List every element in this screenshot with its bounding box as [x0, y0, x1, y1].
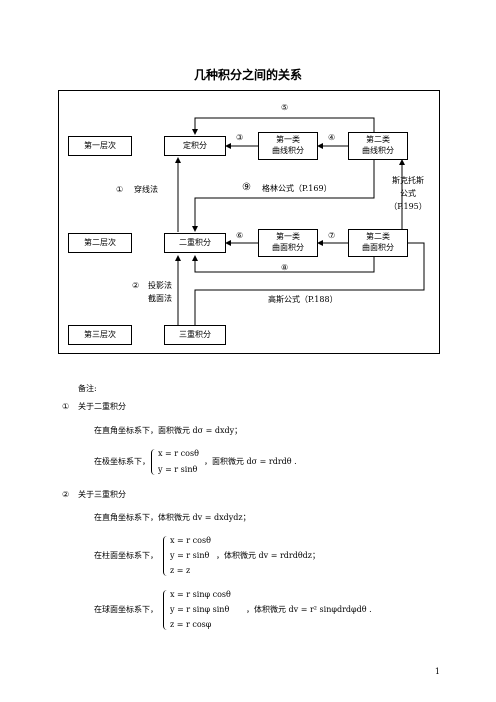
definite-integral-box: 定积分	[164, 136, 226, 156]
note-2-sph-eq3: z = r cosφ	[170, 620, 212, 629]
note-2-sph-prefix: 在球面坐标系下，	[94, 605, 158, 614]
note-1-polar-brace	[151, 449, 156, 475]
note-2-sph-brace	[163, 590, 168, 630]
curve-integral-2-line1: 第二类	[366, 135, 390, 145]
marker-3: ③	[236, 133, 244, 142]
double-integral-label: 二重积分	[179, 237, 211, 247]
curve-integral-2-line2: 曲线积分	[362, 146, 394, 155]
touying-label: 投影法	[148, 281, 172, 290]
note-1-polar-eq1: x = r cosθ	[158, 449, 199, 458]
page-number: 1	[434, 667, 440, 676]
double-integral-box: 二重积分	[164, 233, 226, 253]
stokes-line3: （P.195）	[389, 202, 427, 211]
note-2-sph-eq1: x = r sinφ cosθ	[170, 590, 231, 599]
note-2-rect: 在直角坐标系下，体积微元 dv = dxdydz；	[94, 513, 251, 522]
page-title: 几种积分之间的关系	[193, 68, 302, 82]
surface-integral-1-line1: 第一类	[276, 232, 300, 242]
note-2-cyl-brace	[163, 536, 168, 576]
note-2-sph-eq2: y = r sinφ sinθ	[170, 605, 230, 614]
note-2-cyl-eq3: z = z	[170, 566, 191, 575]
curve-integral-1-line2: 曲线积分	[272, 146, 304, 155]
note-1-marker: ①	[62, 402, 70, 411]
note-1-polar-suffix: ，面积微元 dσ = rdrdθ .	[204, 457, 297, 466]
chuanxian-label: 穿线法	[134, 185, 158, 194]
note-1-polar-prefix: 在极坐标系下，	[94, 457, 150, 466]
triple-integral-box: 三重积分	[164, 325, 226, 345]
notes-heading: 备注:	[78, 384, 97, 393]
marker-5: ⑤	[281, 103, 289, 112]
marker-9: ⑨	[242, 182, 251, 193]
level-1-label: 第一层次	[84, 140, 116, 150]
level-3-label: 第三层次	[84, 329, 116, 339]
stokes-line2: 公式	[400, 189, 416, 198]
marker-8: ⑧	[281, 263, 289, 272]
level-1-box: 第一层次	[68, 136, 132, 156]
level-2-box: 第二层次	[68, 233, 132, 253]
curve-integral-2-box: 第二类 曲线积分	[348, 132, 408, 160]
curve-integral-1-box: 第一类 曲线积分	[258, 132, 318, 160]
marker-6: ⑥	[236, 231, 244, 240]
diagram-frame	[58, 90, 440, 354]
jiemian-label: 截面法	[148, 294, 172, 303]
note-2-title: 关于三重积分	[78, 490, 126, 499]
definite-integral-label: 定积分	[183, 140, 207, 150]
marker-7: ⑦	[328, 231, 336, 240]
note-1-rect: 在直角坐标系下，面积微元 dσ = dxdy；	[94, 426, 243, 435]
note-1-polar-eq2: y = r sinθ	[158, 465, 198, 474]
surface-integral-2-line2: 曲面积分	[362, 243, 394, 252]
note-2-cyl-eq1: x = r cosθ	[170, 536, 211, 545]
marker-4: ④	[328, 133, 336, 142]
marker-2: ②	[132, 281, 140, 290]
surface-integral-1-line2: 曲面积分	[272, 243, 304, 252]
stokes-line1: 斯克托斯	[392, 176, 424, 185]
marker-1: ①	[116, 185, 124, 194]
note-2-marker: ②	[62, 490, 70, 499]
level-3-box: 第三层次	[68, 325, 132, 345]
surface-integral-2-box: 第二类 曲面积分	[348, 229, 408, 257]
surface-integral-2-line1: 第二类	[366, 232, 390, 242]
note-1-title: 关于二重积分	[78, 402, 126, 411]
level-2-label: 第二层次	[84, 237, 116, 247]
note-2-cyl-suffix: ，体积微元 dv = rdrdθdz；	[216, 551, 321, 560]
triple-integral-label: 三重积分	[179, 329, 211, 339]
surface-integral-1-box: 第一类 曲面积分	[258, 229, 318, 257]
curve-integral-1-line1: 第一类	[276, 135, 300, 145]
note-2-sph-suffix: ，体积微元 dv = r² sinφdrdφdθ .	[246, 605, 372, 614]
note-2-cyl-eq2: y = r sinθ	[170, 551, 210, 560]
note-2-cyl-prefix: 在柱面坐标系下，	[94, 551, 158, 560]
green-formula-label: 格林公式（P.169）	[262, 184, 332, 193]
gauss-formula-label: 高斯公式（P.188）	[268, 295, 338, 304]
